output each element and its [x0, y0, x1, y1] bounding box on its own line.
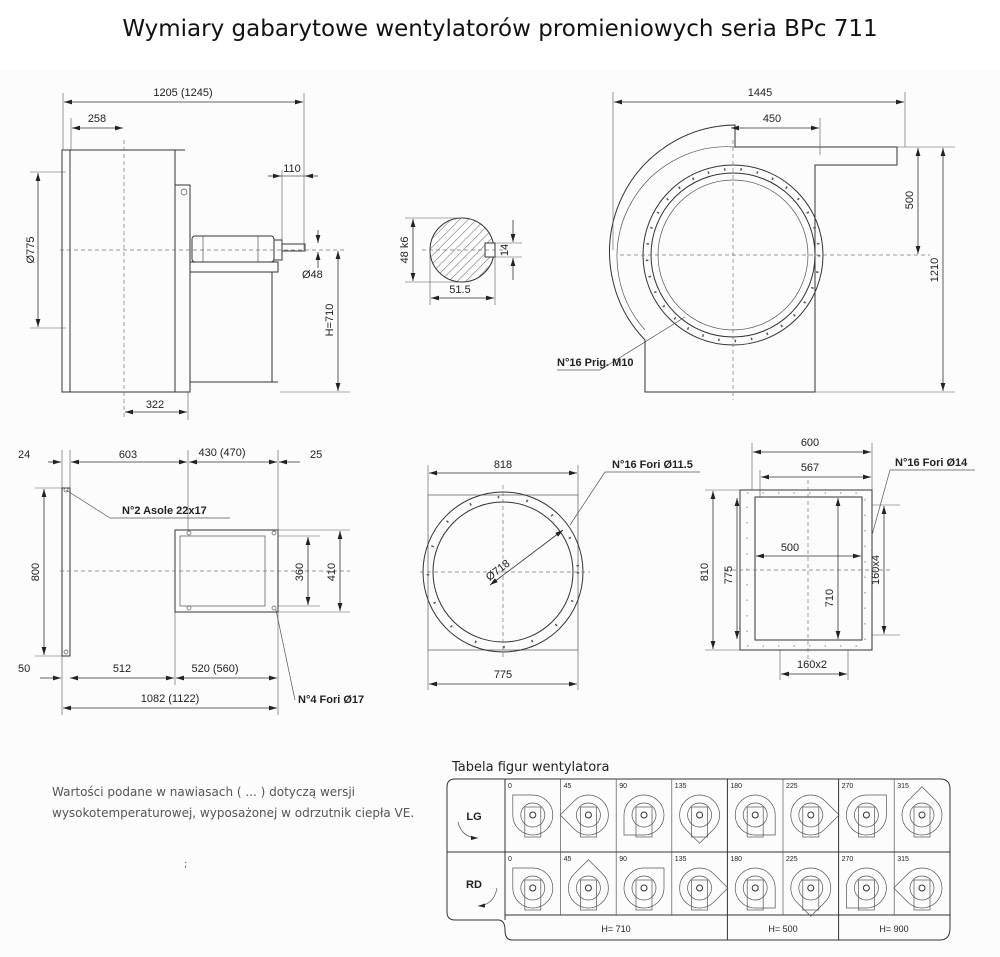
angle-label: 90 [619, 856, 627, 863]
label-bolts-m10: N°16 Prig. M10 [557, 357, 634, 369]
outlet-flange-view: 600 567 N°16 Fori Ø14 500 810 775 710 16… [699, 437, 975, 680]
fan-figure-lg-90 [623, 794, 665, 838]
angle-label: 135 [675, 783, 687, 790]
fan-figure-rd-135 [679, 867, 729, 911]
label-slots: N°2 Asole 22x17 [122, 505, 207, 517]
label-holes-11-5: N°16 Fori Ø11.5 [612, 459, 693, 471]
height-label-900: H= 900 [879, 924, 908, 934]
angle-label: 0 [508, 856, 512, 863]
dim-258: 258 [88, 113, 106, 125]
dim-110: 110 [283, 163, 301, 175]
dim-775: 775 [494, 669, 512, 681]
dim-450: 450 [763, 113, 781, 125]
angle-label: 45 [564, 783, 572, 790]
dim-567: 567 [801, 462, 819, 474]
angle-label: 0 [508, 783, 512, 790]
angle-label: 135 [675, 856, 687, 863]
fan-figure-lg-315 [901, 786, 943, 838]
dim-600: 600 [801, 437, 819, 449]
dim-shaft-diameter: Ø48 [302, 269, 323, 281]
angle-label: 315 [897, 783, 909, 790]
dim-603: 603 [119, 449, 137, 461]
fan-figure-rd-270 [846, 867, 887, 911]
fan-figure-rd-45 [568, 859, 609, 911]
angle-label: 45 [564, 856, 572, 863]
fan-figure-lg-135 [679, 794, 720, 844]
row-label-rd: RD [466, 879, 482, 891]
dim-775-flange: 775 [723, 566, 735, 584]
angle-label: 270 [842, 856, 854, 863]
dim-key-width: 14 [499, 244, 511, 256]
dim-810: 810 [699, 563, 711, 581]
fan-figure-rd-90 [623, 867, 665, 911]
angle-label: 270 [842, 783, 854, 790]
fan-figure-rd-315 [893, 867, 943, 911]
dim-25: 25 [310, 449, 322, 461]
dim-24: 24 [18, 449, 30, 461]
dim-shaft-k6: 48 k6 [399, 237, 411, 264]
dim-800: 800 [30, 563, 42, 581]
fan-figure-lg-270 [846, 794, 887, 838]
dim-shaft-height: H=710 [324, 304, 336, 337]
fan-figure-rd-225 [790, 867, 832, 917]
label-holes-14: N°16 Fori Ø14 [895, 457, 968, 469]
note-text: Wartości podane w nawiasach ( ... ) doty… [52, 782, 452, 875]
fan-figure-lg-0 [512, 794, 554, 838]
dim-1445: 1445 [748, 87, 772, 99]
dim-500-flange: 500 [781, 542, 799, 554]
dim-322: 322 [146, 399, 164, 411]
fan-figure-lg-180 [734, 794, 776, 838]
page-title: Wymiary gabarytowe wentylatorów promieni… [122, 16, 878, 42]
fan-figure-lg-225 [790, 794, 840, 838]
dim-160x2: 160x2 [797, 659, 827, 671]
front-view: 1445 450 500 1210 N°16 Prig. M10 [557, 87, 955, 400]
dim-718: Ø718 [484, 558, 513, 584]
dim-1082: 1082 (1122) [141, 693, 200, 705]
angle-label: 225 [786, 783, 798, 790]
dim-520: 520 (560) [191, 663, 238, 675]
dim-50: 50 [18, 663, 30, 675]
dim-500: 500 [904, 191, 916, 209]
dim-430: 430 (470) [198, 447, 245, 459]
label-holes-17: N°4 Fori Ø17 [298, 694, 364, 706]
dim-818: 818 [494, 459, 512, 471]
note-line-2: wysokotemperaturowej, wyposażonej w odrz… [52, 806, 415, 820]
angle-label: 180 [730, 783, 742, 790]
dim-key-depth: 51.5 [449, 284, 470, 296]
dim-1210: 1210 [929, 258, 941, 282]
angle-label: 315 [897, 856, 909, 863]
fan-figure-lg-45 [559, 794, 609, 838]
inlet-flange-view: 818 Ø718 N°16 Fori Ø11.5 775 [420, 459, 700, 690]
dim-710: 710 [824, 589, 836, 607]
figure-table: LG RD H= 710 H= 500 H= 900 0 45 90 135 180 22… [446, 778, 951, 941]
note-line-1: Wartości podane w nawiasach ( ... ) doty… [52, 785, 356, 799]
outlet-side-view: 24 603 430 (470) 25 N°2 Asole 22x17 800 … [18, 447, 364, 715]
shaft-section: 48 k6 14 51.5 [399, 217, 522, 305]
height-label-710: H= 710 [601, 924, 630, 934]
dim-overall-length: 1205 (1245) [153, 87, 212, 99]
side-view: 1205 (1245) 258 110 Ø48 Ø775 H=710 322 [25, 87, 350, 420]
fan-figure-rd-0 [512, 867, 554, 911]
dim-inlet-diameter: Ø775 [25, 237, 37, 264]
angle-label: 90 [619, 783, 627, 790]
note-mark: ; [184, 859, 188, 870]
dim-410: 410 [326, 563, 338, 581]
dim-360: 360 [294, 563, 306, 581]
dim-512: 512 [113, 663, 131, 675]
dim-160x4: 160x4 [870, 555, 882, 585]
angle-label: 225 [786, 856, 798, 863]
row-label-lg: LG [466, 811, 481, 823]
table-title: Tabela figur wentylatora [452, 760, 610, 775]
height-label-500: H= 500 [768, 924, 797, 934]
angle-label: 180 [730, 856, 742, 863]
fan-figure-rd-180 [734, 867, 776, 911]
